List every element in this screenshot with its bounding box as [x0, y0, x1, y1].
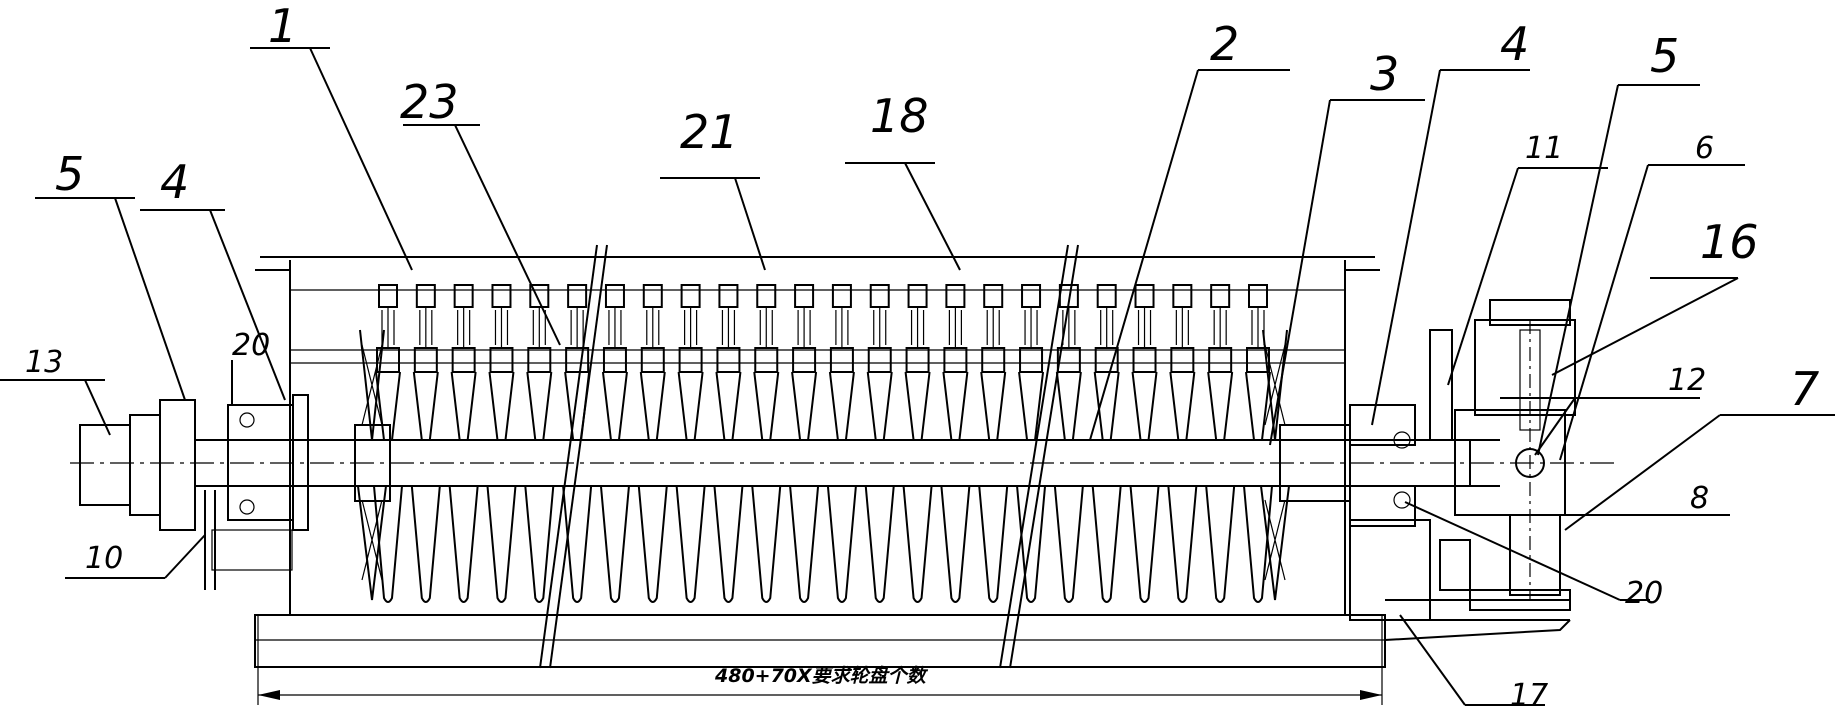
- label-4-right: 4: [1500, 17, 1529, 71]
- label-1: 1: [268, 0, 297, 53]
- disc: [902, 284, 933, 603]
- disc: [1016, 284, 1047, 603]
- label-13: 13: [25, 345, 63, 380]
- label-4-left: 4: [160, 155, 189, 209]
- disc: [978, 284, 1009, 603]
- disc: [751, 284, 782, 603]
- label-8: 8: [1690, 481, 1709, 516]
- disc: [599, 284, 630, 603]
- disc: [789, 284, 820, 603]
- label-11: 11: [1525, 131, 1563, 166]
- disc: [524, 284, 555, 603]
- disc: [448, 284, 479, 603]
- label-10: 10: [85, 541, 123, 576]
- part-labels: 1 23 21 18 2 3 4 5 11 6 16 12 7 8 20 17 …: [25, 0, 1819, 713]
- label-20-left: 20: [232, 328, 270, 363]
- base-frame: [254, 614, 1386, 668]
- disc: [713, 284, 744, 603]
- label-18: 18: [870, 89, 929, 143]
- label-17: 17: [1510, 678, 1548, 713]
- disc: [826, 284, 857, 603]
- disc: [1243, 284, 1273, 603]
- disc: [1129, 284, 1160, 603]
- label-16: 16: [1700, 215, 1759, 269]
- label-23: 23: [400, 75, 459, 129]
- label-5-right: 5: [1650, 29, 1679, 83]
- end-disc: [357, 329, 387, 601]
- label-3: 3: [1370, 47, 1399, 101]
- label-5-left: 5: [55, 147, 84, 201]
- tank-outline: [255, 256, 1380, 615]
- label-12: 12: [1668, 363, 1706, 398]
- overall-length-dimension: 480+70X要求轮盘个数: [257, 615, 1383, 705]
- dimension-text: 480+70X要求轮盘个数: [714, 665, 929, 687]
- label-7: 7: [1790, 362, 1819, 416]
- disc: [864, 284, 895, 603]
- disc: [486, 284, 517, 603]
- label-21: 21: [680, 105, 739, 159]
- disc: [1053, 284, 1084, 603]
- right-bearing-assembly: [1279, 299, 1576, 641]
- label-2: 2: [1210, 17, 1239, 71]
- leader-lines: [0, 47, 1835, 706]
- disc-array: [357, 284, 1290, 603]
- disc: [675, 284, 706, 603]
- disc: [373, 284, 403, 603]
- disc: [1091, 284, 1122, 603]
- break-lines: [539, 244, 1079, 669]
- disc: [410, 284, 441, 603]
- disc: [637, 284, 668, 603]
- disc: [1167, 284, 1198, 603]
- left-bearing-assembly: [79, 394, 391, 590]
- main-shaft: [70, 439, 1620, 487]
- disc: [562, 284, 593, 603]
- disc: [940, 284, 971, 603]
- disc: [1205, 284, 1236, 603]
- label-6: 6: [1695, 131, 1714, 166]
- label-20-right: 20: [1625, 576, 1663, 611]
